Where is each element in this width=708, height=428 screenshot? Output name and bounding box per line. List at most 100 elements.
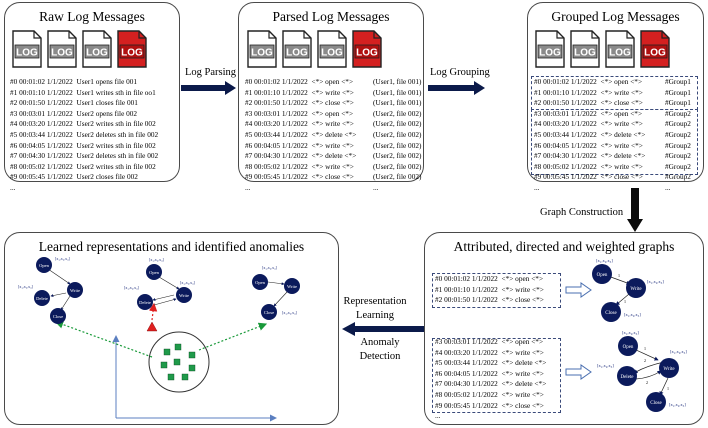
raw-log-line: #0 00:01:02 1/1/2022 User1 opens file 00…	[10, 77, 138, 86]
log-icon-label: LOG	[251, 48, 273, 59]
graph-construction-label: Graph Construction	[540, 207, 624, 218]
edge-weight-label: 1	[618, 273, 620, 278]
log-parsing-arrow	[181, 81, 236, 95]
node-close	[646, 392, 666, 412]
node-delete	[617, 366, 637, 386]
grouped-log-groups: #Group1#Group1#Group1#Group2#Group2#Grou…	[665, 77, 691, 194]
node-open-label: Open	[149, 270, 159, 275]
raw-log-line: #7 00:04:30 1/1/2022 User2 deletes sth i…	[10, 151, 159, 161]
parsed-log-line: #9 00:05:45 1/1/2022 <*> close <*>	[245, 172, 354, 182]
log-file-icon: LOG	[247, 30, 277, 68]
node-attribute: [x₁,x₂,x₃]	[149, 257, 165, 263]
node-write-label: Write	[179, 293, 189, 298]
log-icon-label: LOG	[574, 48, 596, 59]
grouped-log-line: #3 00:03:01 1/1/2022 <*> open <*>	[534, 108, 643, 118]
grouped-log-line: ...	[534, 182, 540, 192]
node-attribute: [x₁,x₂,x₃]	[669, 402, 686, 408]
parsed-log-attribute: (User2, file 002)	[373, 129, 422, 139]
node-open	[252, 274, 268, 290]
node-attribute: [x₁,x₂,x₃]	[262, 265, 278, 271]
grouped-log-line: #5 00:03:44 1/1/2022 <*> delete <*>	[534, 129, 646, 139]
parsed-log-attribute: (User1, file 001)	[373, 77, 422, 86]
node-delete	[34, 290, 50, 306]
node-attribute: [x₁,x₂,x₃]	[180, 280, 196, 286]
anomalous-log-file-icon: LOG	[352, 30, 382, 68]
grouped-log-group: #Group1	[665, 98, 691, 108]
parsed-log-line: #4 00:03:20 1/1/2022 <*> write <*>	[245, 119, 354, 129]
learned-title: Learned representations and identified a…	[38, 239, 305, 254]
embedding-point	[188, 364, 196, 372]
node-write-label: Write	[287, 284, 297, 289]
edge-weight-label: 1	[624, 299, 626, 304]
group2-graph-line: ...	[435, 411, 441, 421]
grouped-log-line: #6 00:04:05 1/1/2022 <*> write <*>	[534, 140, 643, 150]
raw-log-line: ...	[10, 182, 16, 192]
group2-graph-line: #9 00:05:45 1/1/2022 <*> close <*>	[435, 400, 544, 410]
node-attribute: [x₁,x₂,x₃]	[124, 285, 140, 291]
node-delete-label: Delete	[36, 296, 48, 301]
graphs-panel-graphics: 1 1 Open [x₁,x₂,x₃] Write [x₁,x₂,x₃] Clo…	[565, 258, 687, 412]
raw-log-line: #5 00:03:44 1/1/2022 User2 deletes sth i…	[10, 129, 159, 139]
grouped-log-group: #Group2	[665, 108, 691, 118]
anomaly-point	[146, 321, 158, 332]
node-close-label: Close	[264, 310, 274, 315]
representation-learning-label: Representation Learning	[343, 296, 407, 321]
grouped-log-panel: Grouped Log Messages LOG LOG LOG LOG #0 …	[527, 2, 704, 192]
group1-graph-box	[432, 273, 561, 308]
group1-graph-line: #2 00:01:50 1/1/2022 <*> close <*>	[435, 295, 544, 305]
parsed-log-panel: Parsed Log Messages LOG LOG LOG LOG #0 0…	[238, 2, 424, 192]
node-close-label: Close	[53, 314, 63, 319]
raw-log-line: #8 00:05:02 1/1/2022 User2 writes sth in…	[10, 161, 156, 171]
learned-panel-graphics: Open [x₁,x₂,x₃] Write Delete [x₁,x₂,x₃] …	[18, 256, 300, 422]
node-open-label: Open	[255, 280, 265, 285]
grouped-log-line: #2 00:01:50 1/1/2022 <*> close <*>	[534, 98, 643, 108]
node-open	[592, 264, 612, 284]
edge-weight-label: 1	[667, 386, 669, 391]
raw-log-panel: Raw Log Messages LOG LOG LOG LOG #0 00:0…	[4, 2, 180, 192]
anomaly-to-graph-arrow	[148, 302, 158, 321]
cluster-to-graph-left-arrow	[54, 320, 153, 358]
grouped-log-line: #1 00:01:10 1/1/2022 <*> write <*>	[534, 87, 643, 97]
parsed-log-attribute: (User2, file 002)	[373, 119, 422, 129]
log-icon-label: LOG	[121, 48, 143, 59]
node-attribute: [x₁,x₂,x₃]	[670, 349, 687, 355]
parsed-log-attribute: (User2, file 002)	[373, 151, 422, 161]
node-write	[176, 287, 192, 303]
parsed-log-icons: LOG LOG LOG LOG	[247, 30, 382, 68]
log-icon-label: LOG	[321, 48, 343, 59]
edge-weight-label: 2	[644, 358, 646, 363]
grouped-log-line: #9 00:05:45 1/1/2022 <*> close <*>	[534, 172, 643, 182]
grouped-log-group: ...	[665, 182, 671, 192]
parsed-log-attribute: ...	[373, 182, 379, 192]
log-icon-label: LOG	[356, 48, 378, 59]
log-icon-label: LOG	[609, 48, 631, 59]
log-file-icon: LOG	[605, 30, 635, 68]
node-close	[50, 308, 66, 324]
log-file-icon: LOG	[82, 30, 112, 68]
group1-graph-lines: #0 00:01:02 1/1/2022 <*> open <*>#1 00:0…	[435, 274, 544, 306]
log-icon-label: LOG	[286, 48, 308, 59]
log-file-icon: LOG	[317, 30, 347, 68]
log-file-icon: LOG	[570, 30, 600, 68]
embedding-point	[188, 351, 196, 359]
raw-log-line: #2 00:01:50 1/1/2022 User1 closes file 0…	[10, 98, 138, 108]
node-close	[601, 302, 621, 322]
log-file-icon: LOG	[12, 30, 42, 68]
group2-graph-line: #8 00:05:02 1/1/2022 <*> write <*>	[435, 389, 544, 399]
log-grouping-label: Log Grouping	[430, 67, 490, 78]
log-file-icon: LOG	[47, 30, 77, 68]
group1-graph-line: #1 00:01:10 1/1/2022 <*> write <*>	[435, 284, 544, 294]
group1-graph-line: #0 00:01:02 1/1/2022 <*> open <*>	[435, 274, 544, 283]
anomaly-detection-label: Anomaly Detection	[359, 337, 401, 362]
learned-panel: Learned representations and identified a…	[4, 232, 339, 425]
log-file-icon: LOG	[282, 30, 312, 68]
grouped-log-group: #Group2	[665, 140, 691, 150]
node-attribute: [x₁,x₂,x₃]	[647, 279, 664, 285]
node-attribute: [x₁,x₂,x₃]	[597, 363, 614, 369]
anomalous-log-file-icon: LOG	[117, 30, 147, 68]
node-attribute: [x₁,x₂,x₃]	[18, 284, 34, 290]
parsed-log-line: #3 00:03:01 1/1/2022 <*> open <*>	[245, 108, 354, 118]
node-close-label: Close	[605, 311, 617, 316]
node-open	[618, 336, 638, 356]
node-attribute: [x₁,x₂,x₃]	[596, 258, 613, 264]
